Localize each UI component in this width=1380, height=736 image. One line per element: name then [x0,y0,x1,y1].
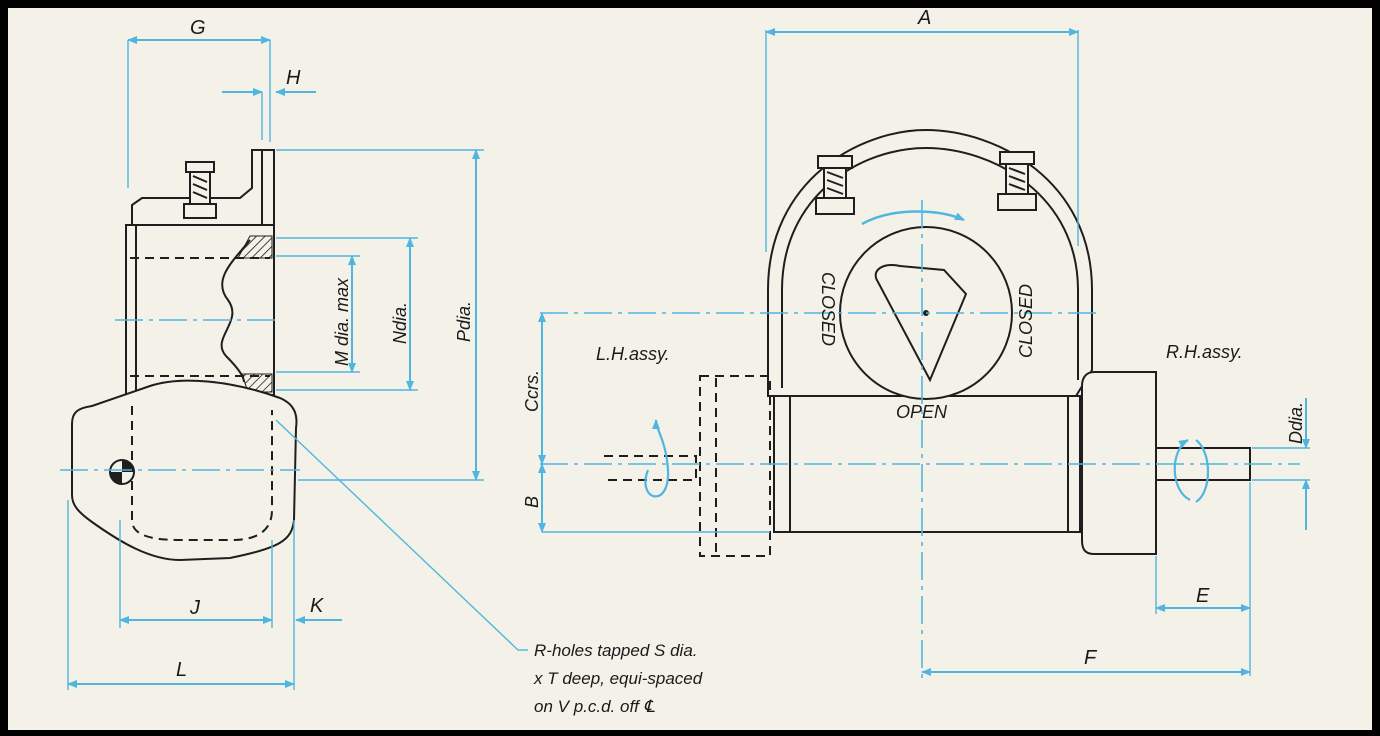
hatch-bottom [241,373,273,393]
break-line [220,239,251,383]
bolt-side [183,161,217,219]
side-view [60,149,300,562]
note-line-1: R-holes tapped S dia. [534,641,698,660]
label-p: Pdia. [454,301,474,342]
label-k: K [310,595,325,617]
centre-mark-icon [109,459,135,485]
front-view [540,128,1300,680]
note-line-2: x T deep, equi-spaced [533,669,703,688]
front-view-dimensions [538,28,1310,676]
lh-rotation-icon [644,419,670,498]
label-n: Ndia. [390,302,410,344]
labels: G H A J K L E F M dia. max Ndia. Pdia. C… [176,7,1306,716]
lever-dashed-outline [131,406,273,541]
note-line-3: on V p.c.d. off ℄ [534,697,656,716]
label-rh-assy: R.H.assy. [1166,342,1243,362]
bolt-front-left [815,155,855,215]
label-d: Ddia. [1286,402,1306,444]
label-closed-right: CLOSED [1016,284,1036,358]
label-b: B [522,496,542,508]
label-c: Ccrs. [522,370,542,412]
label-lh-assy: L.H.assy. [596,344,670,364]
side-view-dimensions [67,36,528,690]
rh-drive-housing [1081,371,1157,555]
label-m: M dia. max [332,277,352,366]
label-f: F [1084,647,1098,669]
label-a: A [917,7,931,29]
label-j: J [189,597,201,619]
rh-rotation-icon [1173,439,1191,501]
label-closed-left: CLOSED [818,272,838,346]
lh-drive-dashed [699,375,771,557]
label-l: L [176,659,187,681]
dial-pointer [874,264,968,383]
bolt-front-right [997,151,1037,211]
flange-plate [261,149,275,237]
label-e: E [1196,585,1210,607]
rotation-arrow-icon [861,210,965,226]
label-h: H [286,67,301,89]
hatch-top [237,235,273,259]
label-g: G [190,17,206,39]
label-open: OPEN [896,402,948,422]
